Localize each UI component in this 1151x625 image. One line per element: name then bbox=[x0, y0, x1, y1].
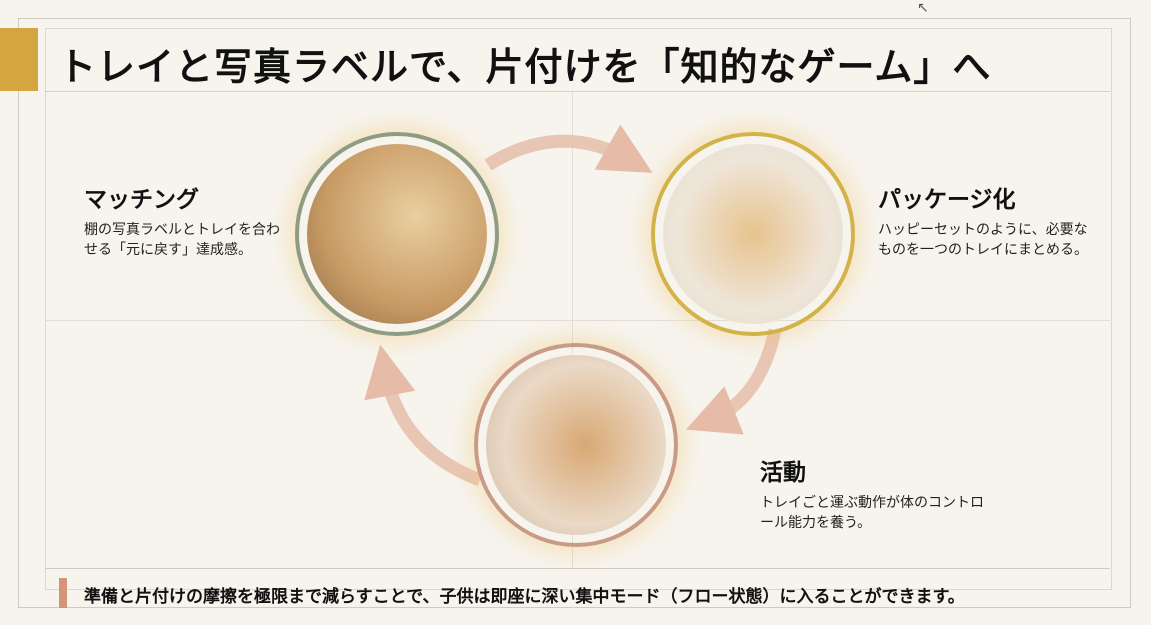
package-photo-circle bbox=[651, 132, 855, 336]
step-activity: 活動 トレイごと運ぶ動作が体のコントロール能力を養う。 bbox=[760, 453, 990, 533]
center-guide-horizontal bbox=[45, 320, 1110, 321]
tray-photo bbox=[663, 144, 843, 324]
page-title: トレイと写真ラベルで、片付けを「知的なゲーム」へ bbox=[58, 45, 992, 89]
slide-inner-frame bbox=[45, 28, 1112, 590]
step-body: 棚の写真ラベルとトレイを合わせる「元に戻す」達成感。 bbox=[84, 222, 280, 258]
arrow-package-to-activity bbox=[685, 328, 782, 435]
title-divider bbox=[45, 91, 1110, 92]
footer-divider bbox=[45, 568, 1110, 569]
shelf-tray-photo bbox=[307, 144, 487, 324]
mouse-cursor-icon: ↖ bbox=[917, 0, 929, 16]
footer-summary: 準備と片付けの摩擦を極限まで減らすことで、子供は即座に深い集中モード（フロー状態… bbox=[84, 587, 965, 607]
center-guide-vertical bbox=[572, 92, 573, 568]
title-accent-bar bbox=[0, 28, 38, 91]
step-heading: パッケージ化 bbox=[878, 187, 1016, 213]
activity-photo-circle bbox=[474, 343, 678, 547]
child-carrying-tray-photo bbox=[486, 355, 666, 535]
step-matching: マッチング 棚の写真ラベルとトレイを合わせる「元に戻す」達成感。 bbox=[84, 180, 284, 260]
arrow-activity-to-matching bbox=[364, 344, 483, 487]
slide-frame bbox=[18, 18, 1131, 608]
matching-photo-circle bbox=[295, 132, 499, 336]
step-body: トレイごと運ぶ動作が体のコントロール能力を養う。 bbox=[760, 495, 984, 531]
step-body: ハッピーセットのように、必要なものを一つのトレイにまとめる。 bbox=[878, 222, 1088, 258]
arrow-matching-to-package bbox=[484, 124, 653, 173]
footer-accent-bar bbox=[59, 578, 67, 608]
step-heading: 活動 bbox=[760, 460, 806, 486]
step-heading: マッチング bbox=[84, 187, 199, 213]
step-package: パッケージ化 ハッピーセットのように、必要なものを一つのトレイにまとめる。 bbox=[878, 180, 1093, 260]
